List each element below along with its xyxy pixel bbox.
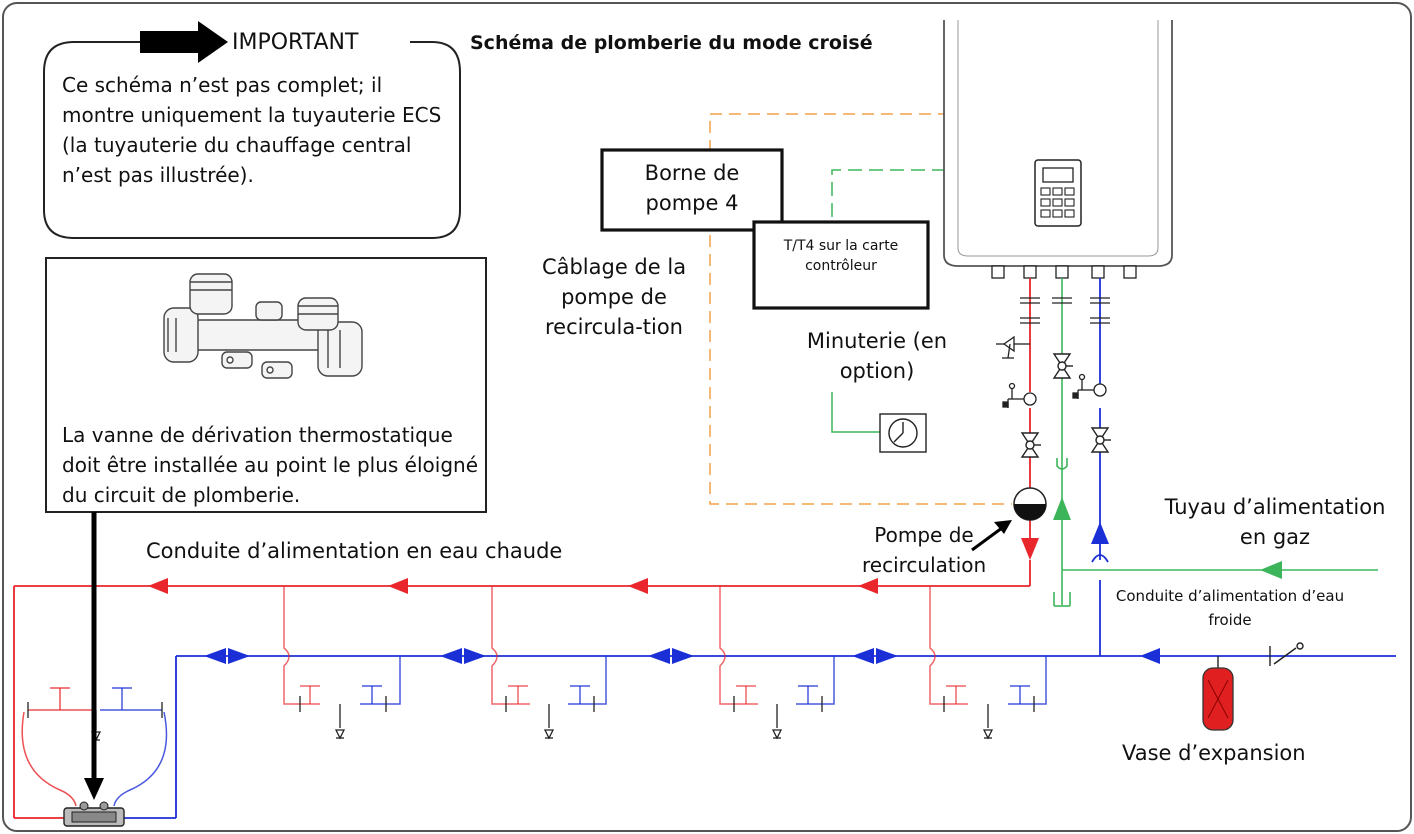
water-heater <box>943 20 1173 279</box>
gas-flow-arrow-left <box>1260 561 1282 579</box>
thermostatic-bypass-valve-icon <box>63 801 125 827</box>
hot-flow-arrow <box>1021 538 1039 560</box>
cold-flow-arrow-up <box>1091 522 1109 544</box>
important-box <box>43 41 461 239</box>
hot-main-arrows <box>148 578 878 594</box>
important-heading: IMPORTANT <box>232 30 359 55</box>
important-text: Ce schéma n’est pas complet; il montre u… <box>62 73 442 187</box>
pump-wiring <box>709 113 1012 505</box>
important-arrow-icon <box>140 21 228 63</box>
gas-flow-arrow-up <box>1053 497 1071 520</box>
cold-drain-tap-icon <box>1072 373 1107 399</box>
cold-main-arrows <box>204 648 1160 664</box>
hot-water-label: Conduite d’alimentation en eau chaude <box>146 539 563 563</box>
bypass-valve-box <box>45 257 487 513</box>
controller-board-label: T/T4 sur la carte contrôleur <box>783 238 899 274</box>
cold-inlet-pipe <box>1091 278 1109 656</box>
recirculation-pump-icon <box>1013 487 1047 521</box>
cold-shutoff-valve-icon <box>1091 427 1112 453</box>
pump-label: Pompe de recirculation <box>862 523 987 577</box>
gas-shutoff-valve-icon <box>1053 353 1074 379</box>
relief-valve-icon <box>996 335 1030 359</box>
diagram-title: Schéma de plomberie du mode croisé <box>470 32 873 54</box>
timer-icon <box>879 413 927 453</box>
pump-pointer-arrow <box>971 520 1012 552</box>
pump-terminal-box <box>600 148 784 232</box>
hot-water-main <box>13 585 1030 819</box>
bypass-valve-photo-icon <box>163 273 363 379</box>
expansion-tank-label: Vase d’expansion <box>1122 741 1306 765</box>
drain-tap-icon <box>1002 382 1037 408</box>
controller-board-box <box>752 220 930 310</box>
expansion-tank-icon <box>1202 656 1234 731</box>
bypass-valve-note: La vanne de dérivation thermostatique do… <box>62 423 479 507</box>
bypass-location-arrow <box>84 512 104 800</box>
hot-shutoff-valve-icon <box>1021 432 1042 458</box>
gas-pipe-label: Tuyau d’alimentation en gaz <box>1164 495 1386 549</box>
fixture-branches <box>21 586 1047 807</box>
pump-terminal-label: Borne de pompe 4 <box>644 161 740 215</box>
gas-pipe <box>1053 278 1378 607</box>
timer-label: Minuterie (en option) <box>806 329 948 383</box>
check-valve-icon <box>1269 642 1304 666</box>
pump-wiring-label: Câblage de la pompe de recircula-tion <box>541 255 687 339</box>
cold-water-label: Conduite d’alimentation d’eau froide <box>1115 587 1345 629</box>
